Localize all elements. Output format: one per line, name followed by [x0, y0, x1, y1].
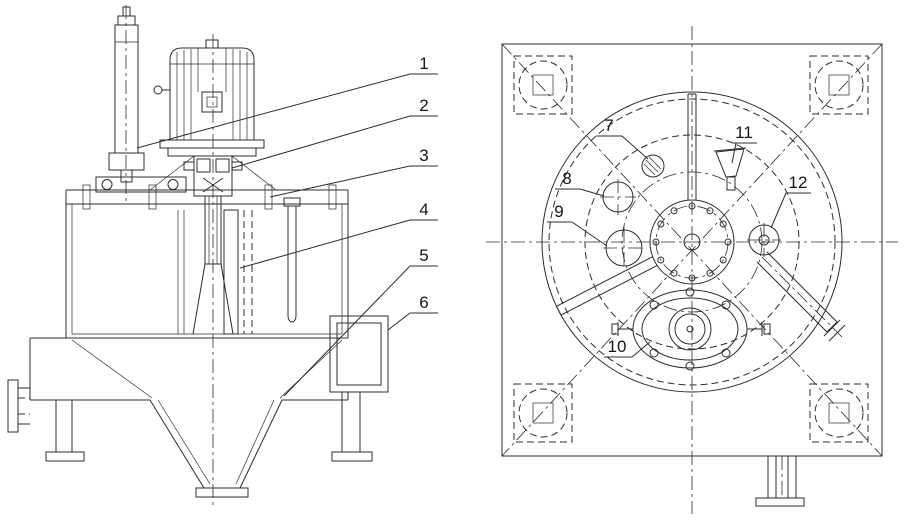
hatch-handle-left: [611, 323, 619, 335]
grease-fitting: [153, 85, 163, 95]
callout-12: 12: [770, 173, 811, 229]
nozzle-9: [603, 227, 645, 269]
side-view: 1 2 3 4 5 6: [7, 5, 438, 508]
callout-label-4: 4: [419, 200, 428, 219]
callout-4: 4: [239, 200, 438, 269]
feed-pipe: [283, 197, 301, 323]
feed-funnel-11: [713, 147, 747, 191]
corner-pad: [809, 383, 869, 443]
callout-11: 11: [731, 123, 757, 164]
housing: [65, 204, 349, 338]
callout-label-3: 3: [419, 146, 428, 165]
top-spoke: [687, 93, 697, 200]
callout-label-1: 1: [419, 54, 428, 73]
callout-1: 1: [136, 54, 438, 149]
lid-bolt: [148, 184, 157, 210]
bottom-drain-pipe: [755, 456, 805, 507]
sight-plug-7: [641, 154, 665, 178]
callout-5: 5: [283, 246, 438, 397]
lid-bolt: [82, 184, 91, 210]
plan-view: 7 8 9 10 11 12: [486, 26, 898, 514]
callout-label-2: 2: [419, 96, 428, 115]
callout-10: 10: [604, 337, 651, 358]
motor: [153, 39, 265, 157]
corner-pad: [809, 55, 869, 115]
corner-pad: [513, 55, 573, 115]
callout-label-9: 9: [554, 202, 563, 221]
nozzle-8: [600, 179, 636, 215]
hydraulic-cylinder: [95, 6, 187, 193]
center-hub: [649, 199, 735, 285]
manhole-cover-10: [611, 287, 771, 371]
lower-casing: [29, 337, 349, 401]
spindle: [204, 195, 222, 265]
callout-label-12: 12: [789, 173, 808, 192]
right-leg: [331, 392, 373, 462]
lid-bolt: [328, 184, 337, 210]
callout-label-5: 5: [419, 246, 428, 265]
centerlines: [125, 5, 214, 508]
motor-shaft-stub: [205, 39, 219, 49]
terminal-box: [201, 91, 223, 113]
callout-8: 8: [555, 169, 605, 197]
callout-label-11: 11: [735, 123, 753, 142]
inlet-pipe: [7, 379, 30, 433]
callout-3: 3: [269, 146, 438, 198]
left-leg: [45, 400, 85, 462]
callout-label-8: 8: [562, 169, 571, 188]
discharge-pipe-plan: [756, 251, 846, 342]
callout-7: 7: [596, 116, 649, 160]
left-spoke: [555, 256, 658, 316]
callout-9: 9: [547, 202, 608, 247]
main-shell: [541, 91, 843, 393]
callout-label-10: 10: [608, 337, 627, 356]
discharge-cone: [149, 399, 283, 498]
hatch-handle-right: [763, 323, 771, 335]
perforated-filter-box: [329, 315, 389, 393]
basket: [177, 195, 253, 335]
pipe-flange: [7, 379, 19, 433]
callout-label-6: 6: [419, 293, 428, 312]
brake-assembly: [183, 155, 243, 197]
callout-label-7: 7: [604, 116, 613, 135]
lid: [65, 155, 349, 210]
callout-6: 6: [387, 293, 438, 331]
callout-2: 2: [231, 96, 438, 169]
nozzle-12: [747, 223, 781, 257]
